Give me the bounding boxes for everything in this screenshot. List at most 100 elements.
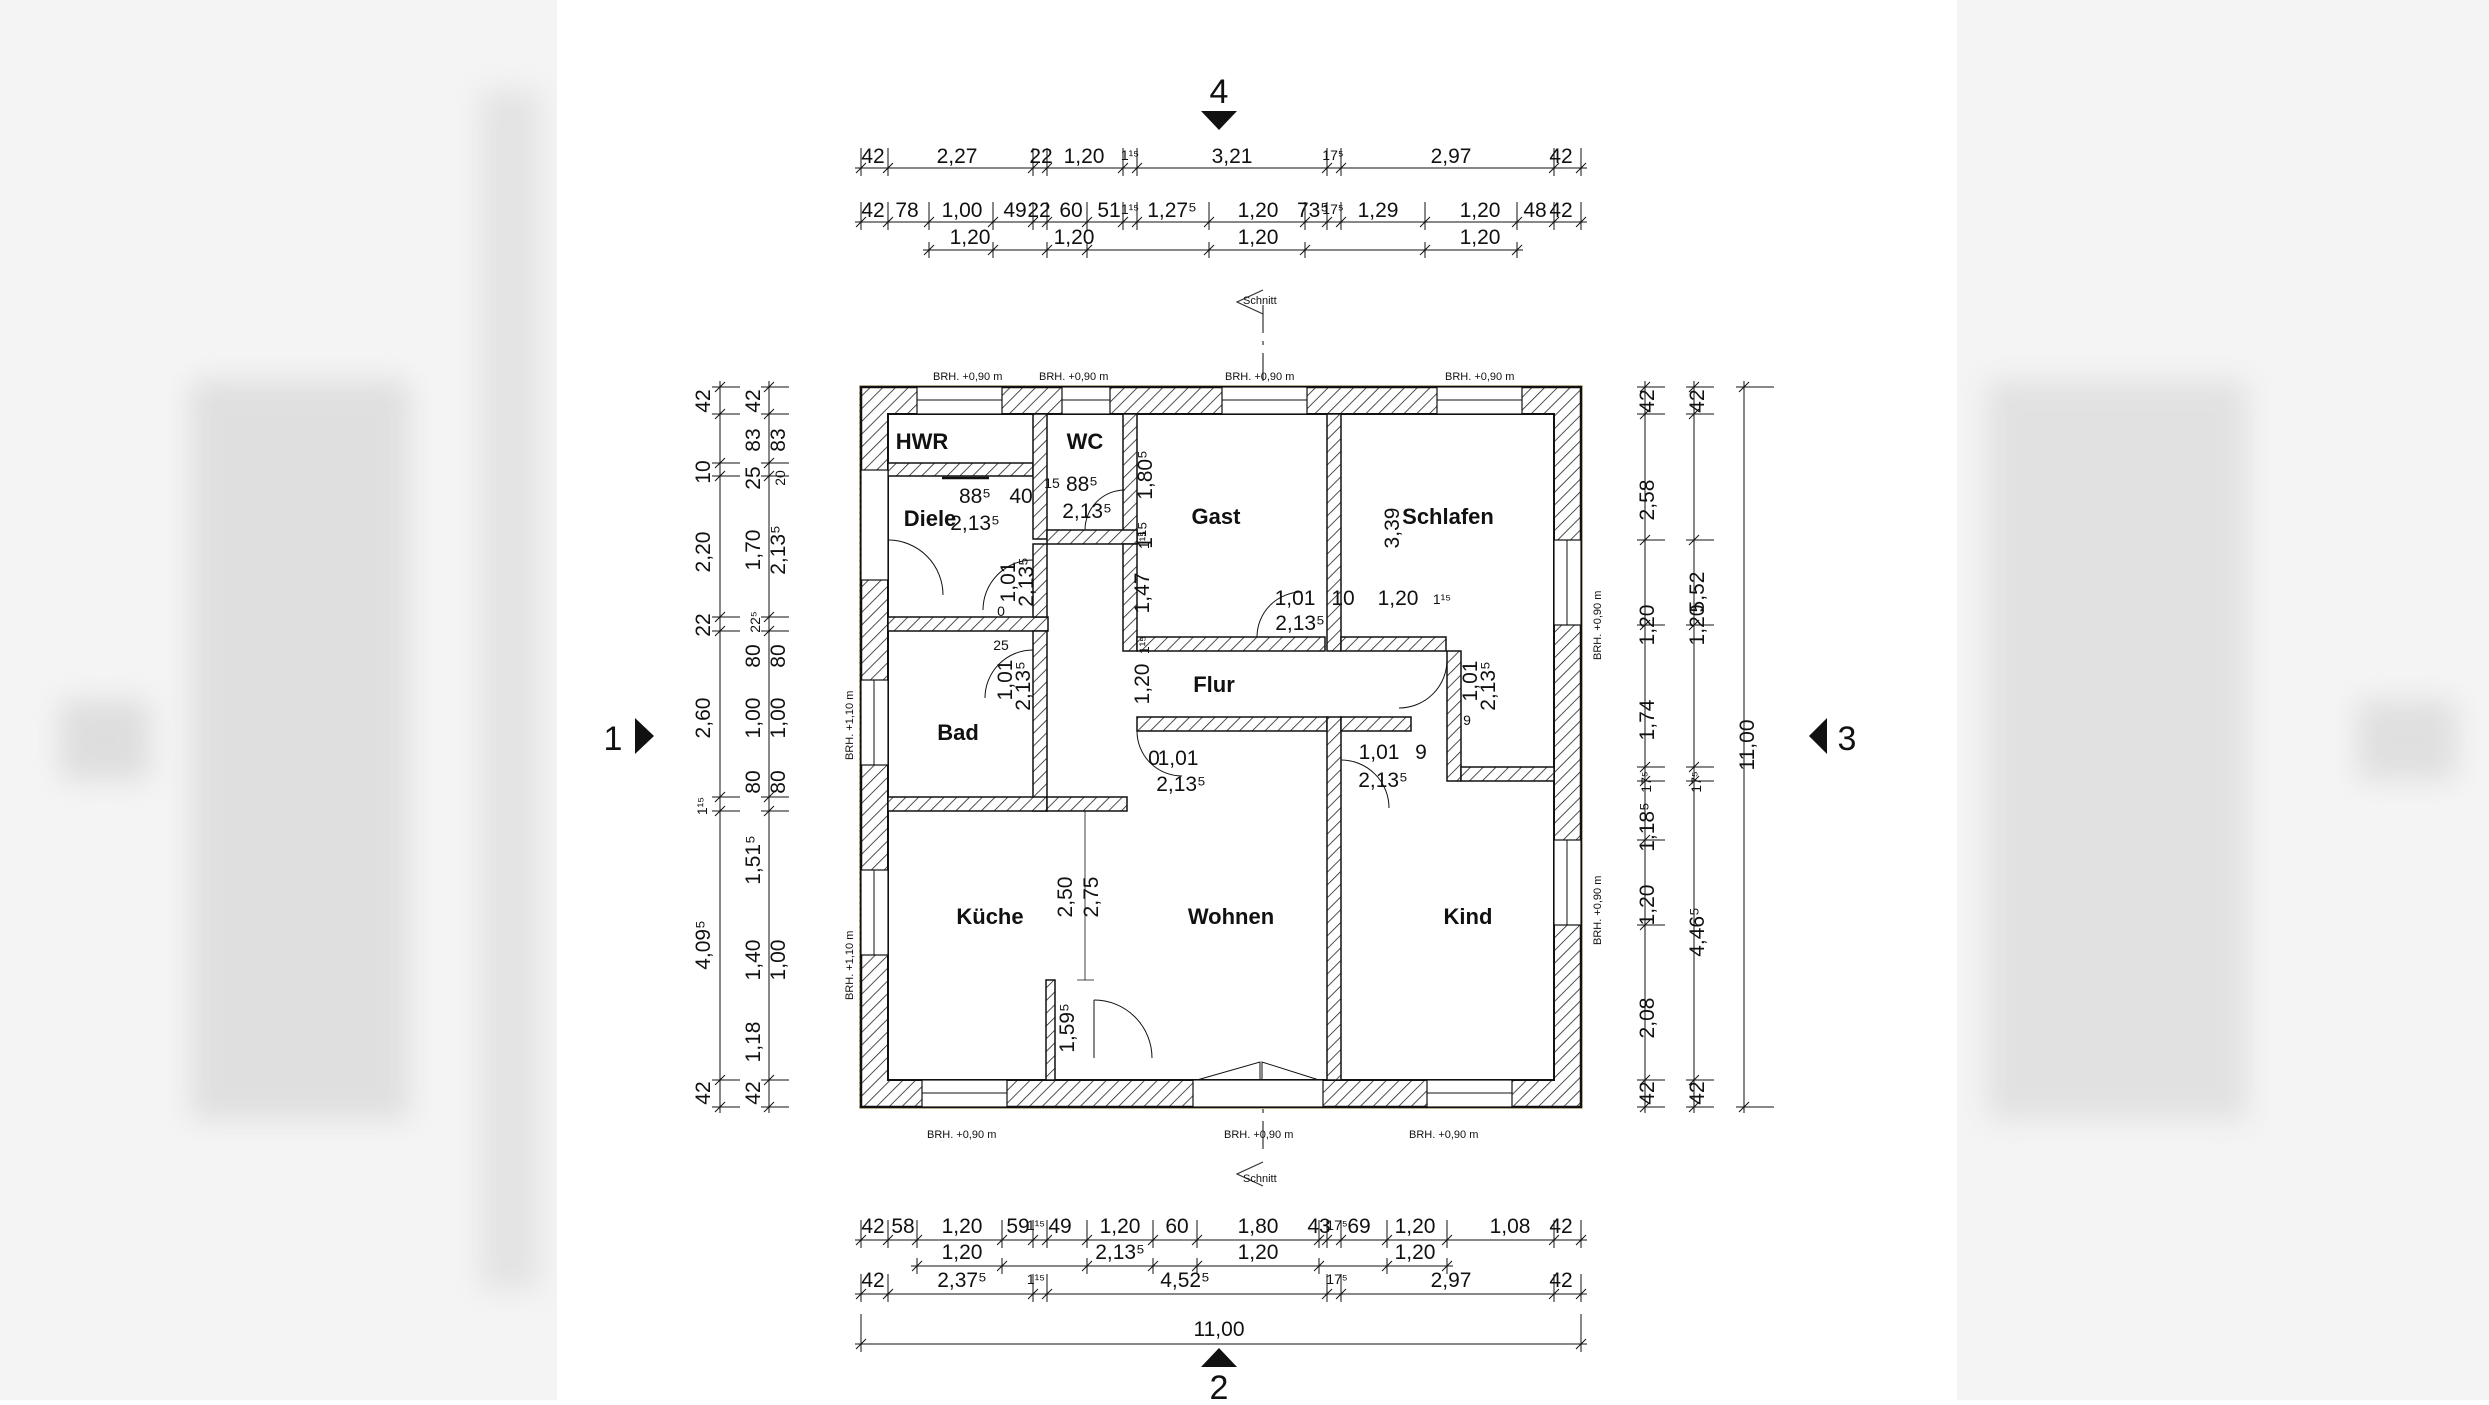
- dim-text: 80: [742, 644, 765, 667]
- dim-text: 9: [1415, 741, 1427, 764]
- wall-flur-wohnen: [1136, 716, 1328, 732]
- wall-kueche-north: [1046, 796, 1128, 812]
- wall-schlafen-kind: [1460, 766, 1555, 782]
- dim-text: 2,58: [1636, 480, 1659, 521]
- blurred-shape: [2357, 700, 2457, 780]
- dimension-tick: [1131, 216, 1143, 228]
- dim-text: 1,20: [1378, 587, 1419, 610]
- dimension-tick: [1041, 162, 1053, 174]
- window-note-e1: BRH. +0,90 m: [1592, 591, 1604, 660]
- dimension-tick: [1313, 1234, 1325, 1246]
- axis-marker-right: 3: [1809, 718, 1856, 758]
- axis-label-left: 1: [604, 720, 623, 758]
- section-label-bottom: Schnitt: [1243, 1173, 1277, 1185]
- window-note-n2: BRH. +0,90 m: [1039, 371, 1108, 383]
- blurred-shape: [190, 380, 410, 1120]
- room-label-bad: Bad: [937, 720, 979, 745]
- dimension-tick: [1639, 834, 1651, 846]
- dim-text: 1,08: [1490, 1215, 1531, 1238]
- dimension-tick: [1321, 216, 1333, 228]
- axis-label-right: 3: [1838, 720, 1857, 758]
- dim-text: 1,01: [997, 562, 1020, 603]
- right-blurred-panel: [1957, 0, 2489, 1400]
- dimension-tick: [1639, 619, 1651, 631]
- dimension-tick: [1041, 216, 1053, 228]
- dimension-tick: [1335, 162, 1347, 174]
- dimension-tick: [1117, 162, 1129, 174]
- dim-text: 4,46⁵: [1686, 907, 1709, 957]
- dim-text: 42: [861, 145, 884, 168]
- dim-text: 88⁵: [959, 485, 991, 508]
- dimension-tick: [714, 1074, 726, 1086]
- dimension-tick: [1688, 534, 1700, 546]
- dimension-tick: [1639, 408, 1651, 420]
- room-label-hwr: HWR: [896, 429, 949, 454]
- dimension-tick: [714, 1101, 726, 1113]
- dimension-tick: [996, 1234, 1008, 1246]
- dim-text: 5,52: [1686, 572, 1709, 613]
- dim-text: 60: [1059, 199, 1082, 222]
- dimension-tick: [882, 1288, 894, 1300]
- dimension-tick: [923, 216, 935, 228]
- triangle-right-icon: [635, 718, 654, 754]
- dimension-tick: [1688, 1101, 1700, 1113]
- dimension-tick: [1738, 1101, 1750, 1113]
- bottom-dimension-chain: 42 58 1,20 59 1¹⁵ 49 1,20 60 1,80 43 17⁵…: [861, 1215, 1572, 1341]
- wall-schlafen-south-a: [1446, 650, 1462, 782]
- dim-text: 49: [1048, 1215, 1071, 1238]
- dimension-tick: [1321, 162, 1333, 174]
- dimension-tick: [1575, 1338, 1587, 1350]
- dimension-tick: [1639, 1101, 1651, 1113]
- dim-text: 1,20: [1238, 226, 1279, 249]
- dim-text: 42: [1686, 389, 1709, 412]
- dimension-tick: [1191, 1260, 1203, 1272]
- blurred-shape: [1987, 380, 2247, 1120]
- dim-text: 2,13⁵: [1095, 1241, 1145, 1264]
- dim-text: 42: [692, 1081, 715, 1104]
- dimension-tick: [987, 244, 999, 256]
- dimension-tick: [1027, 1234, 1039, 1246]
- room-label-gast: Gast: [1192, 504, 1242, 529]
- blurred-shape: [480, 90, 540, 1290]
- dim-text-total-width: 11,00: [1194, 1318, 1245, 1341]
- dim-text: 1,74: [1636, 699, 1659, 740]
- dimension-tick: [1441, 1260, 1453, 1272]
- dimension-tick: [1313, 1260, 1325, 1272]
- dimension-tick: [763, 805, 775, 817]
- dim-text: 2,13⁵: [1062, 500, 1112, 523]
- dimension-tick: [1041, 1288, 1053, 1300]
- dim-text: 10: [1331, 587, 1354, 610]
- dim-text: 42: [742, 1081, 765, 1104]
- dimension-tick: [1688, 408, 1700, 420]
- dimension-tick: [1688, 619, 1700, 631]
- dimension-tick: [1738, 381, 1750, 393]
- dim-text: 78: [895, 199, 918, 222]
- top-dimension-chain: 42 2,27 22 1,20 1¹⁵ 3,21 17⁵ 2,97 42 42 …: [861, 145, 1572, 249]
- dim-text: 1,18: [742, 1022, 765, 1063]
- dim-text: 42: [1549, 199, 1572, 222]
- wall-wc-south: [1046, 529, 1138, 545]
- dim-text: 42: [692, 389, 715, 412]
- room-label-wc: WC: [1067, 429, 1104, 454]
- dim-text: 22⁵: [747, 611, 763, 632]
- dimension-tick: [1027, 162, 1039, 174]
- dim-text: 1,20: [1238, 199, 1279, 222]
- dim-text: 43: [1307, 1215, 1330, 1238]
- dim-text: 42: [1549, 1215, 1572, 1238]
- dim-text: 22: [1029, 145, 1052, 168]
- dim-text: 59: [1006, 1215, 1029, 1238]
- dim-text: 2,13⁵: [1358, 769, 1408, 792]
- dim-text: 1,00: [767, 940, 790, 981]
- dimension-tick: [763, 1074, 775, 1086]
- dimension-tick: [1639, 1074, 1651, 1086]
- room-label-flur: Flur: [1193, 672, 1235, 697]
- dim-text: 1,27⁵: [1147, 199, 1197, 222]
- dimension-tick: [1639, 775, 1651, 787]
- dim-text: 2,50: [1054, 877, 1077, 918]
- dim-text: 1,20: [1054, 226, 1095, 249]
- wall-bad-east: [1032, 630, 1048, 812]
- dim-text: 1,01: [1359, 741, 1400, 764]
- dimension-tick: [1335, 1288, 1347, 1300]
- dim-text: 80: [767, 644, 790, 667]
- wall-gast-schlafen: [1326, 413, 1342, 652]
